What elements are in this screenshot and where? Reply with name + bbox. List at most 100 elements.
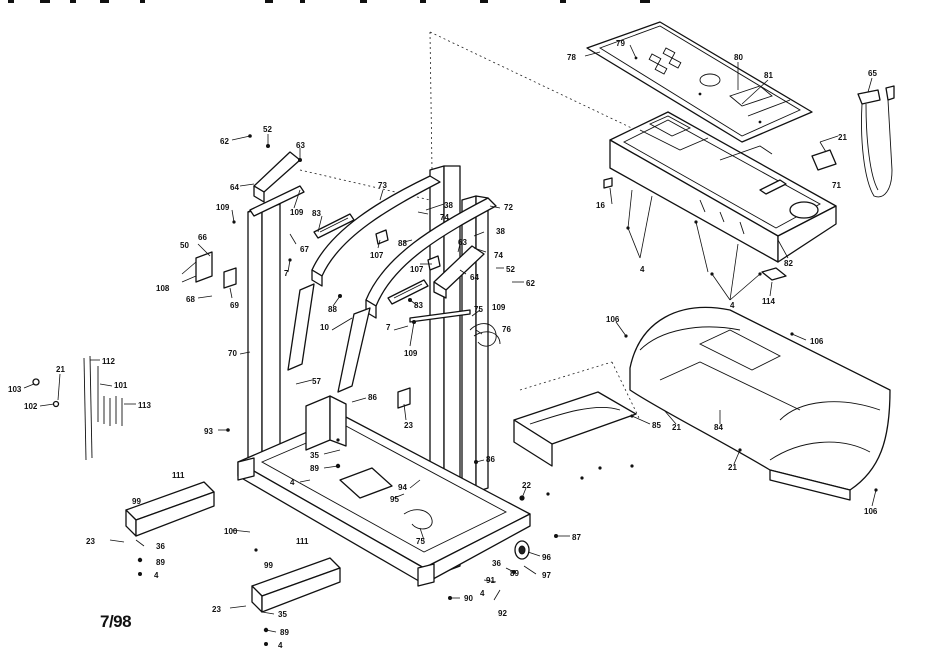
callout-86: 86 <box>486 455 495 464</box>
callout-75: 75 <box>474 305 483 314</box>
callout-103: 103 <box>8 385 22 394</box>
callout-52: 52 <box>506 265 515 274</box>
callout-23: 23 <box>212 605 221 614</box>
callout-79: 79 <box>616 39 625 48</box>
pad-114 <box>761 267 787 281</box>
callout-38: 38 <box>444 201 453 210</box>
callout-62: 62 <box>220 137 229 146</box>
grip-83-lower <box>387 279 429 305</box>
motor-hood <box>629 306 891 501</box>
bracket-66 <box>195 251 237 289</box>
callout-88: 88 <box>328 305 337 314</box>
callout-16: 16 <box>596 201 605 210</box>
callout-107: 107 <box>410 265 424 274</box>
callout-36: 36 <box>492 559 501 568</box>
callout-81: 81 <box>764 71 773 80</box>
callout-90: 90 <box>464 594 473 603</box>
callout-74: 74 <box>494 251 503 260</box>
callout-leaders <box>23 44 878 646</box>
bracket-107a <box>375 229 389 245</box>
callout-57: 57 <box>312 377 321 386</box>
callout-83: 83 <box>414 301 423 310</box>
callout-68: 68 <box>186 295 195 304</box>
bracket-107b <box>427 255 441 271</box>
clip-23 <box>397 387 411 409</box>
rod-109 <box>409 309 471 323</box>
callout-89: 89 <box>310 464 319 473</box>
callout-50: 50 <box>180 241 189 250</box>
callout-63: 63 <box>458 238 467 247</box>
callout-114: 114 <box>762 297 775 306</box>
base-frame <box>125 391 637 613</box>
callout-85: 85 <box>652 421 661 430</box>
callout-38: 38 <box>496 227 505 236</box>
callout-106: 106 <box>606 315 620 324</box>
bracket-71 <box>811 141 837 171</box>
left-upright <box>247 203 281 471</box>
callout-113: 113 <box>138 401 151 410</box>
callout-23: 23 <box>86 537 95 546</box>
callout-109: 109 <box>290 208 304 217</box>
callout-labels: 78 79 80 81 65 21 71 16 82 4 4 114 62 52… <box>8 39 878 650</box>
callout-74: 74 <box>440 213 449 222</box>
callout-36: 36 <box>156 542 165 551</box>
callout-94: 94 <box>398 483 407 492</box>
callout-4: 4 <box>480 589 485 598</box>
wire-harness-76 <box>469 323 501 347</box>
callout-83: 83 <box>312 209 321 218</box>
callout-21: 21 <box>672 423 681 432</box>
callout-67: 67 <box>300 245 309 254</box>
callout-112: 112 <box>102 357 115 366</box>
callout-100: 100 <box>224 527 238 536</box>
callout-102: 102 <box>24 402 38 411</box>
callout-73: 73 <box>378 181 387 190</box>
callout-4: 4 <box>154 571 159 580</box>
callout-70: 70 <box>228 349 237 358</box>
handrail-73 <box>311 175 441 287</box>
callout-35: 35 <box>278 610 287 619</box>
callout-23: 23 <box>404 421 413 430</box>
callout-21: 21 <box>838 133 847 142</box>
callout-52: 52 <box>263 125 272 134</box>
console-overlay-panel <box>586 21 813 143</box>
callout-4: 4 <box>730 301 735 310</box>
console-base <box>603 111 837 263</box>
callout-22: 22 <box>522 481 531 490</box>
callout-7: 7 <box>284 269 289 278</box>
console-screw-leaders <box>626 189 762 301</box>
callout-4: 4 <box>278 641 283 650</box>
callout-106: 106 <box>810 337 824 346</box>
callout-76: 76 <box>502 325 511 334</box>
callout-108: 108 <box>156 284 170 293</box>
callout-84: 84 <box>714 423 723 432</box>
callout-71: 71 <box>832 181 841 190</box>
callout-89: 89 <box>280 628 289 637</box>
callout-107: 107 <box>370 251 384 260</box>
callout-87: 87 <box>572 533 581 542</box>
callout-95: 95 <box>390 495 399 504</box>
callout-96: 96 <box>542 553 551 562</box>
callout-7: 7 <box>386 323 391 332</box>
callout-82: 82 <box>784 259 793 268</box>
callout-10: 10 <box>320 323 329 332</box>
callout-109: 109 <box>492 303 506 312</box>
arm-tube-right <box>337 307 371 393</box>
callout-111: 111 <box>296 537 309 546</box>
callout-64: 64 <box>470 273 479 282</box>
callout-111: 111 <box>172 471 185 480</box>
arm-tube-left <box>287 283 315 371</box>
callout-99: 99 <box>132 497 141 506</box>
accessory-rods <box>32 355 123 461</box>
callout-65: 65 <box>868 69 877 78</box>
revision-date-label: 7/98 <box>100 612 132 631</box>
callout-62: 62 <box>526 279 535 288</box>
callout-21: 21 <box>728 463 737 472</box>
callout-64: 64 <box>230 183 239 192</box>
callout-63: 63 <box>296 141 305 150</box>
callout-66: 66 <box>198 233 207 242</box>
callout-80: 80 <box>734 53 743 62</box>
callout-4: 4 <box>290 478 295 487</box>
callout-78: 78 <box>567 53 576 62</box>
